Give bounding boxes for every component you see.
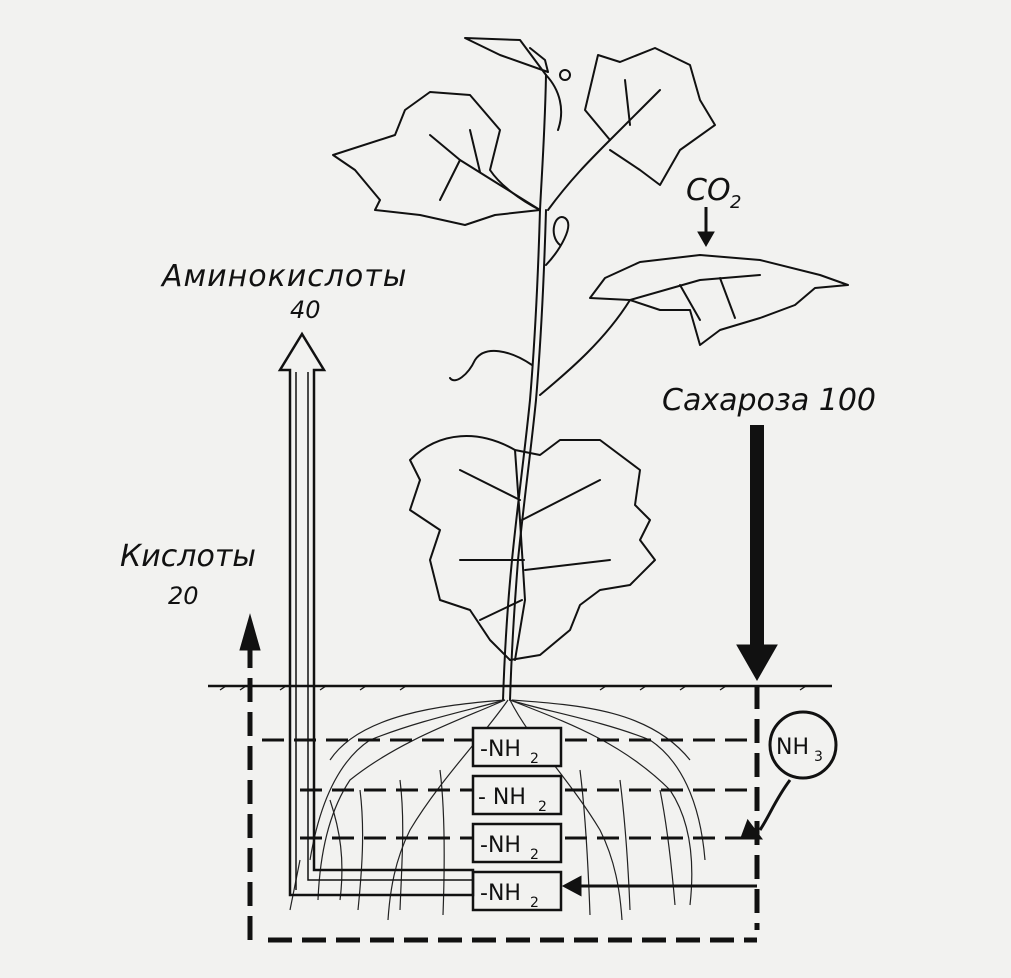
nh2-box-subscript: 2 [530, 751, 539, 767]
nh2-box: - NH 2 [471, 774, 563, 816]
nh2-box-label: -NH [480, 881, 521, 906]
nh3-label: NH [776, 735, 809, 760]
acids-label: Кислоты [120, 539, 256, 574]
sucrose-arrow [736, 425, 778, 930]
amino-acids-arrow [277, 331, 475, 897]
amino-acids-value: 40 [290, 296, 321, 324]
arrowhead [739, 818, 763, 840]
bottom-loop [247, 660, 757, 943]
tendril-curl [559, 69, 571, 81]
co2-arrow [697, 207, 715, 248]
middle-right-leaf [539, 254, 849, 396]
acids-arrow [239, 613, 261, 665]
plant-stem [502, 74, 547, 701]
soil-flow-lines [262, 738, 755, 840]
acids-value: 20 [168, 582, 199, 610]
sucrose-label: Сахароза 100 [662, 383, 876, 418]
side-tendril [449, 349, 533, 382]
tendril [545, 216, 570, 266]
co2-subscript: 2 [730, 192, 741, 213]
nh3-node: NH 3 [768, 710, 838, 780]
nh2-box: -NH 2 [471, 870, 563, 912]
nh2-box: -NH 2 [471, 726, 563, 768]
nh2-box: -NH 2 [471, 822, 563, 864]
lower-leaf [409, 435, 656, 661]
nh3-subscript: 3 [814, 749, 823, 765]
nh2-box-label: -NH [480, 737, 521, 762]
arrowhead [561, 875, 582, 897]
amino-acids-label: Аминокислоты [160, 259, 407, 294]
nh2-box-label: -NH [480, 833, 521, 858]
nh2-box-label: - NH [478, 785, 526, 810]
co2-label: CO [686, 173, 731, 208]
plant-illustration [332, 37, 849, 701]
amino-group-boxes: -NH 2 - NH 2 -NH 2 -NH 2 [471, 726, 563, 912]
nh2-box-subscript: 2 [530, 895, 539, 911]
nh2-box-subscript: 2 [538, 799, 547, 815]
nh3-flow-arrows [561, 779, 792, 897]
nh2-box-subscript: 2 [530, 847, 539, 863]
top-leaf [464, 37, 549, 76]
upper-left-leaf [332, 91, 541, 226]
